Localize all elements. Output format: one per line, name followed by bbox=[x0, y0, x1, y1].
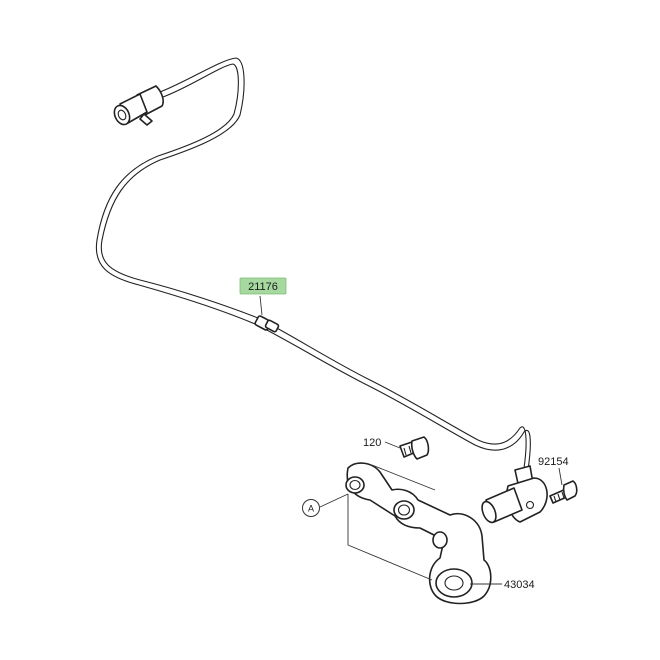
sensor-connector bbox=[113, 85, 164, 126]
bolt-120 bbox=[399, 436, 430, 460]
highlight-box bbox=[239, 277, 287, 295]
part-number-43034[interactable]: 43034 bbox=[504, 579, 535, 591]
cable-grommet bbox=[254, 315, 280, 333]
reference-circle-a: A bbox=[302, 499, 320, 517]
sensor-bracket bbox=[345, 462, 492, 605]
part-number-92154[interactable]: 92154 bbox=[538, 456, 569, 468]
part-number-120[interactable]: 120 bbox=[363, 437, 381, 449]
reference-label: A bbox=[308, 504, 314, 514]
bolt-92154 bbox=[549, 480, 578, 504]
sensor-cable bbox=[95, 57, 531, 471]
part-number-21176[interactable]: 21176 bbox=[248, 281, 278, 293]
wheel-speed-sensor bbox=[481, 465, 548, 524]
leader-lines bbox=[259, 295, 563, 585]
